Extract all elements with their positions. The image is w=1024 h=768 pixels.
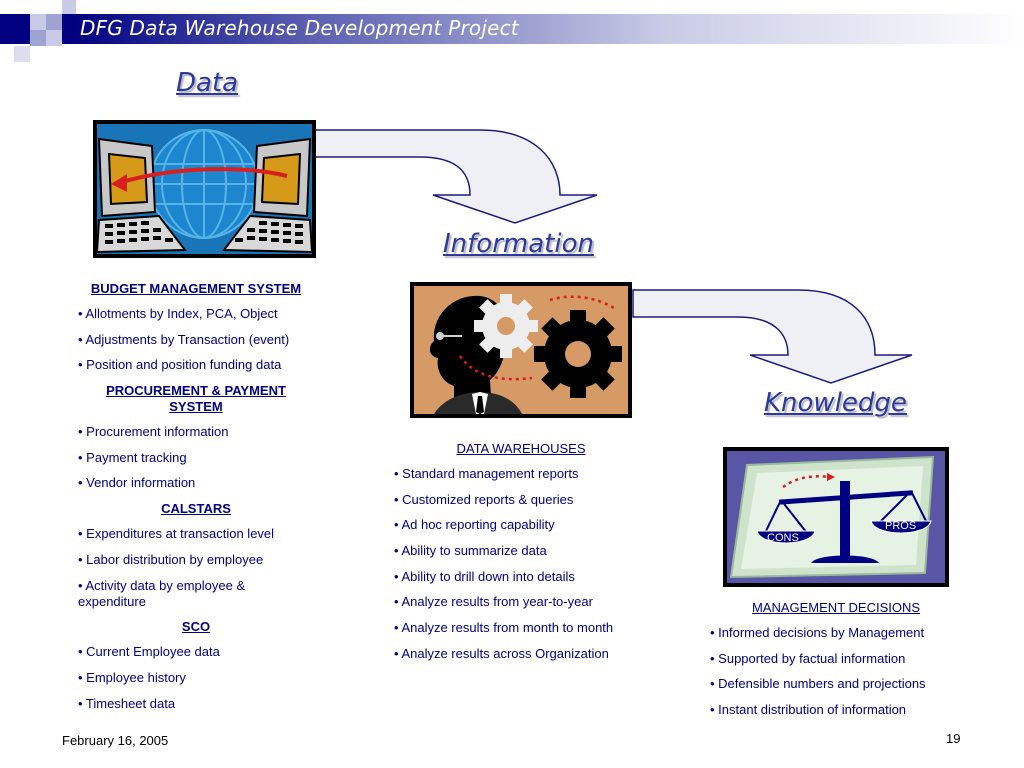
scale-label-pros: PROS — [885, 520, 917, 532]
list-item: • Expenditures at transaction level — [78, 526, 275, 542]
data-warehouses-list: DATA WAREHOUSES • Standard management re… — [394, 441, 648, 672]
list-item: • Position and position funding data — [78, 357, 282, 373]
list-item: • Ad hoc reporting capability — [394, 517, 555, 533]
header-square-decor — [46, 30, 62, 46]
section-heading: MANAGEMENT DECISIONS — [751, 600, 921, 615]
management-decisions-list: MANAGEMENT DECISIONS • Informed decision… — [710, 600, 962, 728]
scale-label-cons: CONS — [767, 532, 799, 544]
globe-computers-icon — [95, 129, 314, 254]
flow-arrow-data-to-information — [314, 129, 598, 224]
list-item: • Payment tracking — [78, 449, 187, 465]
source-systems-list: BUDGET MANAGEMENT SYSTEM • Allotments by… — [78, 281, 314, 721]
list-item: • Ability to drill down into details — [394, 568, 575, 584]
footer-date: February 16, 2005 — [62, 733, 169, 748]
list-item: • Procurement information — [78, 424, 229, 440]
list-item: • Ability to summarize data — [394, 543, 547, 559]
header-square-decor — [14, 46, 30, 62]
list-item: • Analyze results across Organization — [394, 645, 609, 661]
section-heading: DATA WAREHOUSES — [456, 441, 586, 456]
list-item: • Current Employee data — [78, 644, 220, 660]
list-item: • Supported by factual information — [710, 650, 906, 666]
header-square-decor — [46, 14, 62, 30]
list-item: • Labor distribution by employee — [78, 551, 264, 567]
slide-number: 19 — [946, 731, 961, 746]
data-illustration — [93, 120, 316, 258]
section-heading: BUDGET MANAGEMENT SYSTEM — [90, 281, 302, 296]
list-item: • Adjustments by Transaction (event) — [78, 331, 290, 347]
list-item: • Defensible numbers and projections — [710, 676, 926, 692]
list-item: • Activity data by employee & expenditur… — [78, 577, 246, 609]
knowledge-illustration: CONS PROS — [723, 447, 949, 587]
section-heading: SCO — [181, 619, 211, 635]
header-square-decor — [30, 30, 46, 46]
list-item: • Vendor information — [78, 475, 196, 491]
flow-arrow-information-to-knowledge — [632, 289, 913, 384]
header-band — [0, 14, 1024, 44]
list-item: • Customized reports & queries — [394, 491, 574, 507]
stage-knowledge-heading: Knowledge — [764, 388, 907, 418]
list-item: • Allotments by Index, PCA, Object — [78, 306, 278, 321]
header-square-decor — [30, 14, 46, 30]
header-title: DFG Data Warehouse Development Project — [80, 16, 519, 40]
list-item: • Employee history — [78, 669, 186, 685]
header-square-decor — [62, 0, 76, 14]
header-square-decor — [14, 14, 30, 30]
information-illustration — [410, 282, 632, 418]
section-heading: PROCUREMENT & PAYMENT SYSTEM — [106, 383, 286, 415]
section-heading: CALSTARS — [161, 501, 231, 517]
list-item: • Standard management reports — [394, 466, 579, 481]
list-item: • Analyze results from year-to-year — [394, 594, 593, 610]
list-item: • Analyze results from month to month — [394, 620, 614, 636]
head-gears-icon — [429, 294, 622, 414]
list-item: • Informed decisions by Management — [710, 625, 925, 640]
stage-information-heading: Information — [443, 229, 594, 259]
list-item: • Timesheet data — [78, 695, 176, 711]
stage-data-heading: Data — [176, 68, 239, 98]
list-item: • Instant distribution of information — [710, 702, 907, 718]
balance-scale-icon — [729, 455, 935, 579]
